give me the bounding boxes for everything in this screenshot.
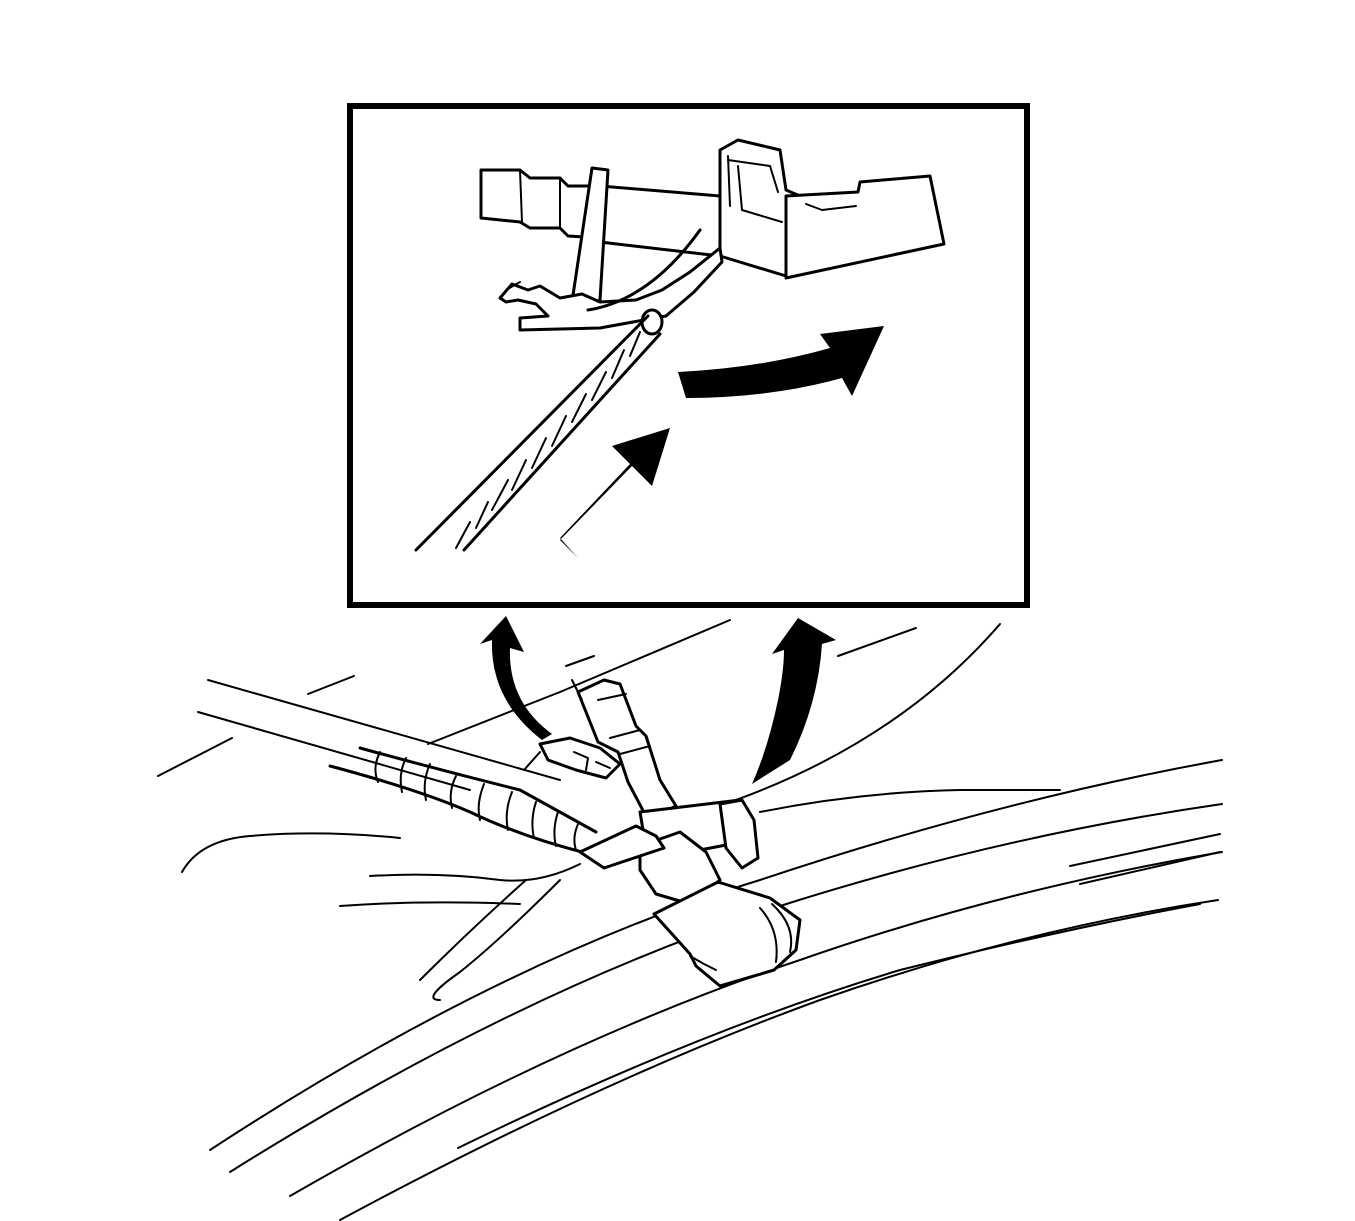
- vehicle-body-lines: [157, 619, 1223, 1221]
- inset-detail: [347, 103, 1030, 608]
- connector-icon: [523, 655, 802, 988]
- callout-arrow-left-icon: [480, 616, 552, 740]
- inset-connector-icon: [479, 138, 946, 332]
- wire-harness-icon: [328, 746, 598, 854]
- callout-arrow-right-icon: [752, 618, 836, 784]
- inset-clip-loop-icon: [640, 308, 664, 336]
- inset-wire-harness-icon: [414, 314, 662, 552]
- push-arrow-icon: [560, 428, 670, 558]
- rotate-arrow-icon: [678, 326, 884, 398]
